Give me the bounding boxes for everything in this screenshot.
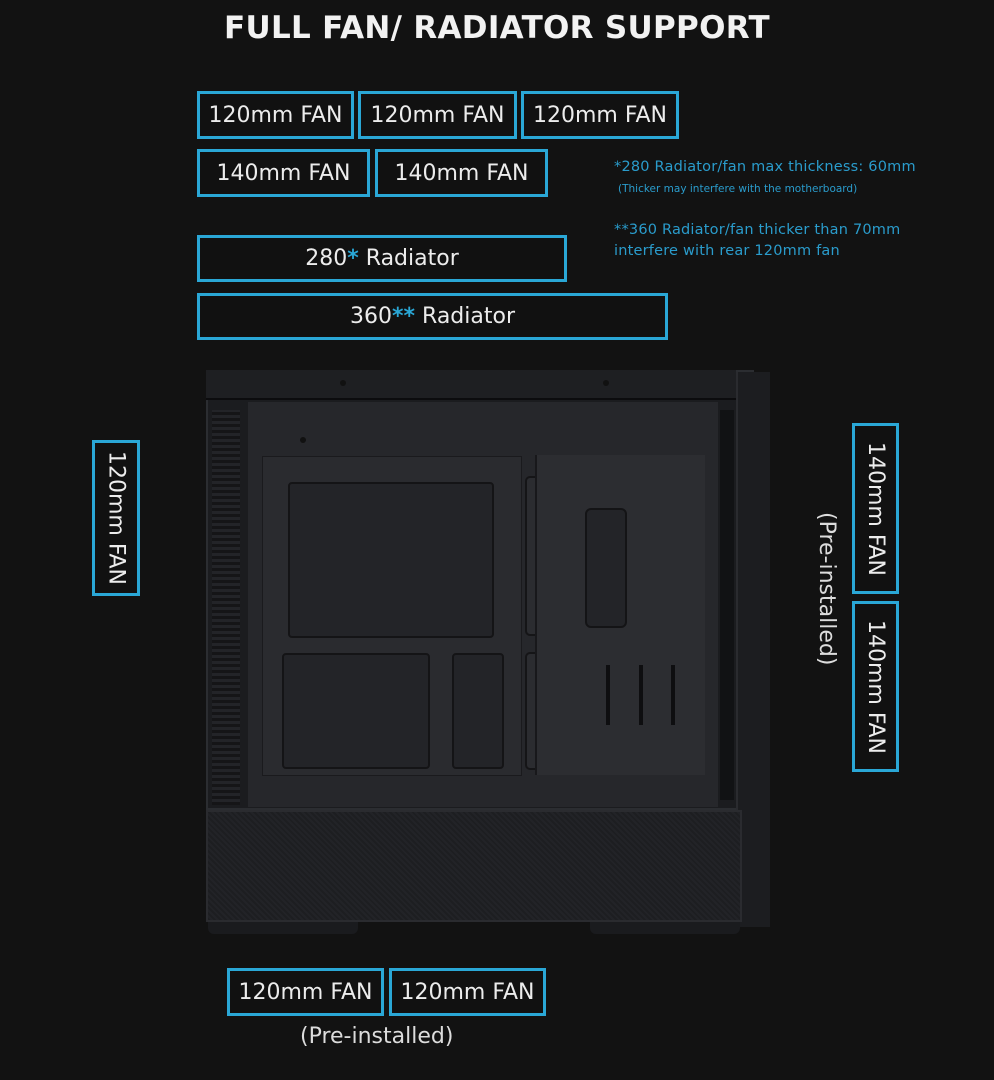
lower-cutout-right: [452, 653, 504, 769]
fan-label: 140mm FAN: [216, 160, 351, 186]
pc-case-illustration: [190, 370, 780, 935]
asterisk-mark: **: [392, 304, 416, 329]
fan-label: 140mm FAN: [394, 160, 529, 186]
page-title: FULL FAN/ RADIATOR SUPPORT: [224, 10, 770, 46]
front-fan-140-2: 140mm FAN: [852, 601, 899, 772]
case-foot-right: [590, 922, 740, 934]
bottom-fan-120-2: 120mm FAN: [389, 968, 546, 1016]
top-fan-120-2: 120mm FAN: [358, 91, 517, 139]
fan-label: 120mm FAN: [533, 102, 667, 128]
bottom-preinstalled-label: (Pre-installed): [300, 1024, 454, 1049]
rear-fan-120: 120mm FAN: [92, 440, 140, 596]
radiator-360: 360** Radiator: [197, 293, 668, 340]
fan-label: 120mm FAN: [208, 102, 343, 128]
asterisk-mark: *: [347, 246, 359, 271]
radiator-label: Radiator: [422, 304, 515, 329]
fan-label: 120mm FAN: [103, 451, 129, 585]
cable-slot: [639, 665, 643, 725]
psu-shroud-mesh: [206, 810, 742, 922]
note-280: *280 Radiator/fan max thickness: 60mm: [614, 159, 916, 175]
lower-cutout-left: [282, 653, 430, 769]
rear-pci-vent: [212, 410, 240, 805]
case-foot-left: [208, 922, 358, 934]
bottom-fan-120-1: 120mm FAN: [227, 968, 384, 1016]
top-fan-140-2: 140mm FAN: [375, 149, 548, 197]
front-fan-140-1: 140mm FAN: [852, 423, 899, 594]
top-fan-120-1: 120mm FAN: [197, 91, 354, 139]
screw: [603, 380, 609, 386]
top-fan-120-3: 120mm FAN: [521, 91, 679, 139]
note-360-line2: interfere with rear 120mm fan: [614, 243, 840, 259]
screw: [340, 380, 346, 386]
case-top-bar: [206, 370, 736, 400]
front-preinstalled-label: (Pre-installed): [814, 512, 839, 666]
note-280-sub: (Thicker may interfere with the motherbo…: [618, 183, 858, 195]
fan-label: 120mm FAN: [400, 979, 535, 1005]
screw: [300, 437, 306, 443]
note-360-line1: **360 Radiator/fan thicker than 70mm: [614, 222, 901, 238]
cable-slot: [671, 665, 675, 725]
radiator-size: 280: [305, 246, 348, 271]
fan-label: 140mm FAN: [863, 441, 888, 576]
radiator-280: 280* Radiator: [197, 235, 567, 282]
cable-slot: [606, 665, 610, 725]
radiator-size: 360: [350, 304, 392, 329]
fan-label: 120mm FAN: [238, 979, 373, 1005]
top-fan-140-1: 140mm FAN: [197, 149, 370, 197]
front-fan-mesh: [720, 410, 734, 800]
ssd-mount-grid: [585, 508, 627, 628]
cpu-cutout: [288, 482, 494, 638]
fan-label: 120mm FAN: [370, 102, 505, 128]
fan-label: 140mm FAN: [863, 619, 888, 754]
radiator-label: Radiator: [365, 246, 459, 271]
